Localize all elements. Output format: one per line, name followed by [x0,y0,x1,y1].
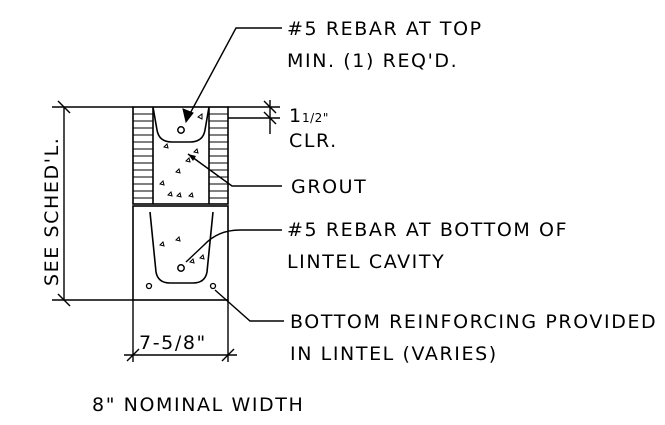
bottom-reinforcing-label-1: BOTTOM REINFORCING PROVIDED [290,311,657,333]
grout-arrowhead [188,154,196,161]
bottom-reinforcing-right [209,282,217,290]
width-dimension-label: 7-5/8" [139,332,207,354]
rebar-bottom-label-1: #5 REBAR AT BOTTOM OF [287,219,568,241]
bottom-reinforcing-left [145,282,153,290]
nominal-width-label: 8" NOMINAL WIDTH [92,394,304,416]
lower-lintel-block [132,205,229,301]
grout-label: GROUT [291,176,367,198]
clearance-clr: CLR. [289,130,338,152]
clearance-whole: 1 [289,105,303,127]
upper-block-hatch-left [133,113,153,199]
rebar-top-label-2: MIN. (1) REQ'D. [287,50,458,72]
upper-block-hatch-right [209,113,228,199]
leader-lines [185,27,284,322]
top-rebar-arrowhead [182,108,194,124]
bottom-reinforcing-label-2: IN LINTEL (VARIES) [290,343,498,365]
clearance-dimension [228,100,280,134]
height-dimension [52,100,133,307]
bottom-rebar [177,264,185,272]
grout-aggregate-marks [159,113,205,264]
rebar-bottom-label-2: LINTEL CAVITY [287,251,445,273]
clearance-fraction: 1/2" [302,111,329,125]
rebar-top-label-1: #5 REBAR AT TOP [287,18,483,40]
width-dimension [124,300,237,362]
height-dimension-label: SEE SCHED'L. [41,137,63,286]
top-rebar [177,126,185,134]
